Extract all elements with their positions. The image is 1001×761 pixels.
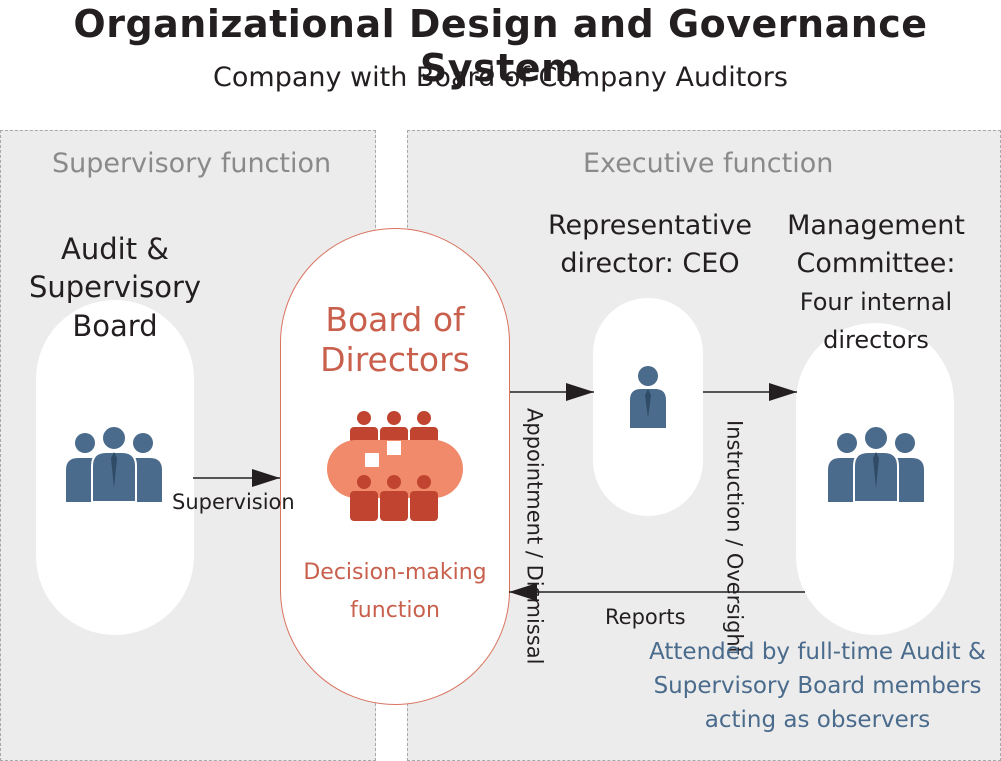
- observers-note: Attended by full-time Audit & Supervisor…: [649, 639, 986, 733]
- representative-director-label: Representative director: CEO: [547, 210, 753, 280]
- executive-panel-title: Executive function: [583, 148, 834, 179]
- supervisory-panel-title: Supervisory function: [52, 148, 332, 179]
- board-meeting-icon: [327, 411, 463, 521]
- appointment-label: Appointment / Dismissal: [522, 408, 547, 665]
- ceo-person-icon: [630, 366, 666, 428]
- supervision-arrow: [193, 469, 280, 487]
- instruction-arrow: [703, 383, 797, 401]
- management-members-label: Four internal directors: [799, 288, 953, 354]
- supervision-label: Supervision: [172, 490, 295, 514]
- reports-arrow: [509, 583, 805, 601]
- appointment-arrow: [510, 383, 594, 401]
- diagram-subtitle: Company with Board of Company Auditors: [213, 62, 788, 93]
- diagram-title: Organizational Design and Governance Sys…: [73, 2, 928, 90]
- decision-making-label: Decision-making function: [303, 560, 487, 623]
- management-committee-label: Management Committee:: [787, 210, 965, 280]
- board-of-directors-label: Board of Directors: [320, 300, 470, 380]
- audit-board-label: Audit & Supervisory Board: [28, 232, 202, 343]
- audit-group-people-icon: [66, 425, 162, 503]
- instruction-label: Instruction / Oversight: [722, 420, 747, 655]
- reports-label: Reports: [605, 605, 686, 629]
- management-group-people-icon: [828, 425, 924, 503]
